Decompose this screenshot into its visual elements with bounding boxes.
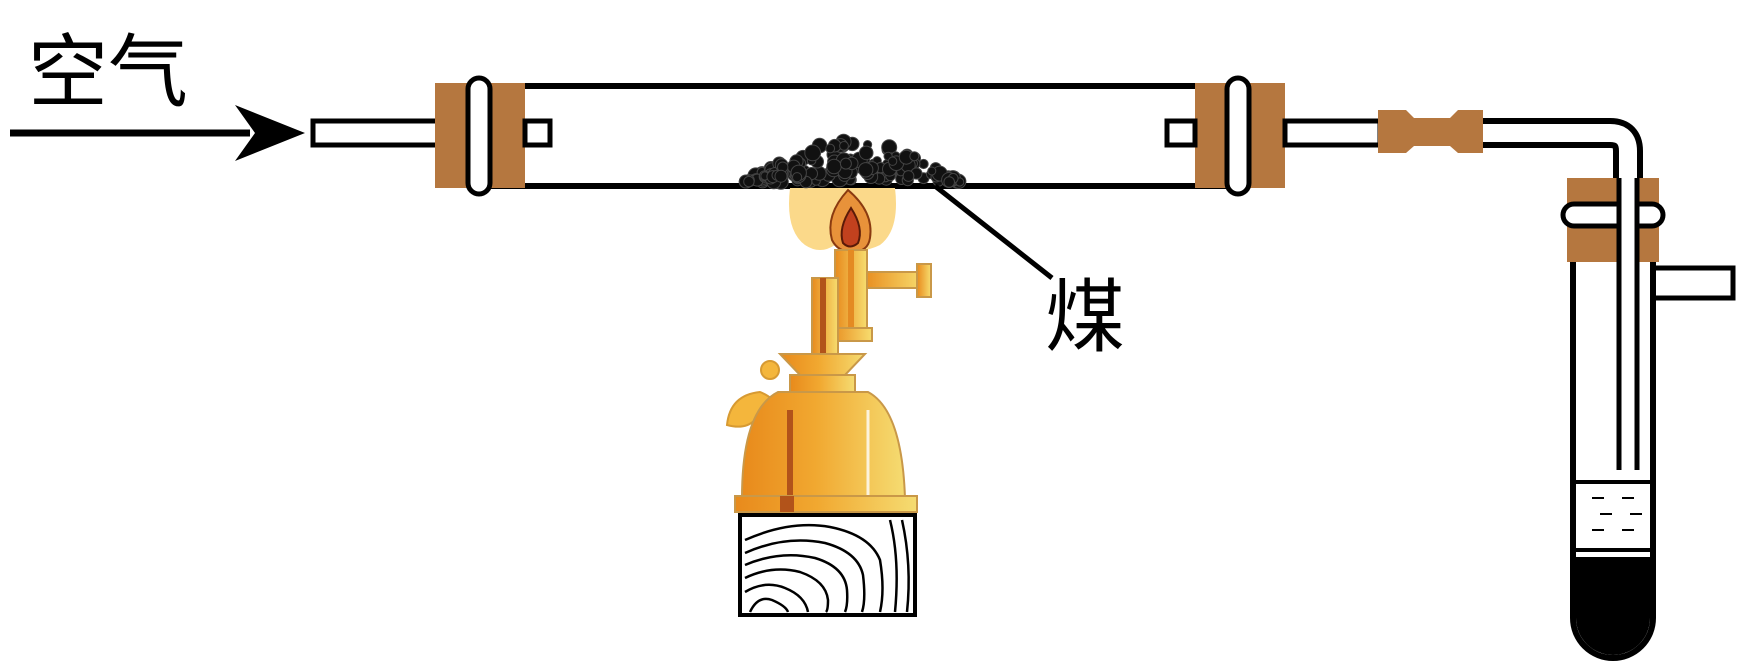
left-rubber-stopper [435, 75, 553, 197]
rubber-tube-connector [1378, 110, 1483, 153]
dark-residue-liquid [1576, 557, 1650, 655]
coal-sample-pile [738, 133, 967, 190]
coal-granule [902, 170, 915, 182]
coal-pointer-line [933, 184, 1054, 280]
coal-granule [858, 145, 874, 161]
bent-delivery-tube [1483, 118, 1643, 470]
coal-granule [743, 175, 755, 188]
arrow-right-icon [10, 105, 305, 161]
flame-icon [789, 188, 896, 254]
coal-granule [804, 144, 822, 162]
right-rubber-stopper [1164, 75, 1285, 197]
side-arm-test-tube [1560, 178, 1736, 661]
coal-granule [909, 151, 920, 162]
wood-block-icon [738, 513, 917, 617]
air-label: 空气 [28, 26, 188, 119]
coal-label: 煤 [1045, 271, 1125, 364]
coal-granule [774, 169, 788, 183]
coal-granule [825, 143, 836, 154]
outlet-tube [1282, 118, 1383, 148]
coal-granule [858, 162, 874, 178]
coal-granule [839, 157, 852, 170]
coal-granule [943, 176, 956, 188]
coal-granule [839, 141, 849, 151]
coal-granule [887, 156, 898, 166]
coal-granule [826, 158, 842, 175]
liquid-layer [1576, 480, 1650, 552]
coal-granule [792, 172, 803, 183]
alcohol-burner-icon [725, 249, 932, 513]
coal-granule [927, 166, 937, 176]
